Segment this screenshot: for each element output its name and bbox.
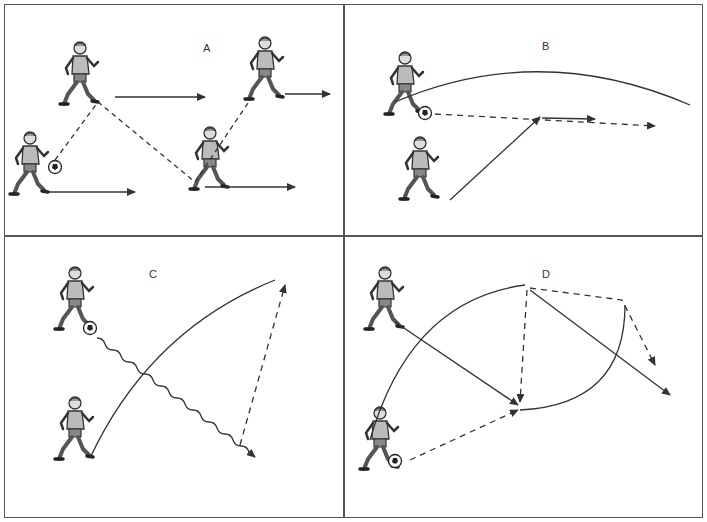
panel-letter: B bbox=[542, 41, 549, 52]
drill-panel: C bbox=[4, 235, 345, 518]
drill-panel: D bbox=[343, 235, 703, 518]
panel-letter: C bbox=[149, 269, 157, 280]
drill-panel: B bbox=[343, 4, 703, 237]
panel-letter: A bbox=[203, 43, 210, 54]
panel-letter: D bbox=[542, 269, 550, 280]
drill-panel: A bbox=[4, 4, 345, 237]
